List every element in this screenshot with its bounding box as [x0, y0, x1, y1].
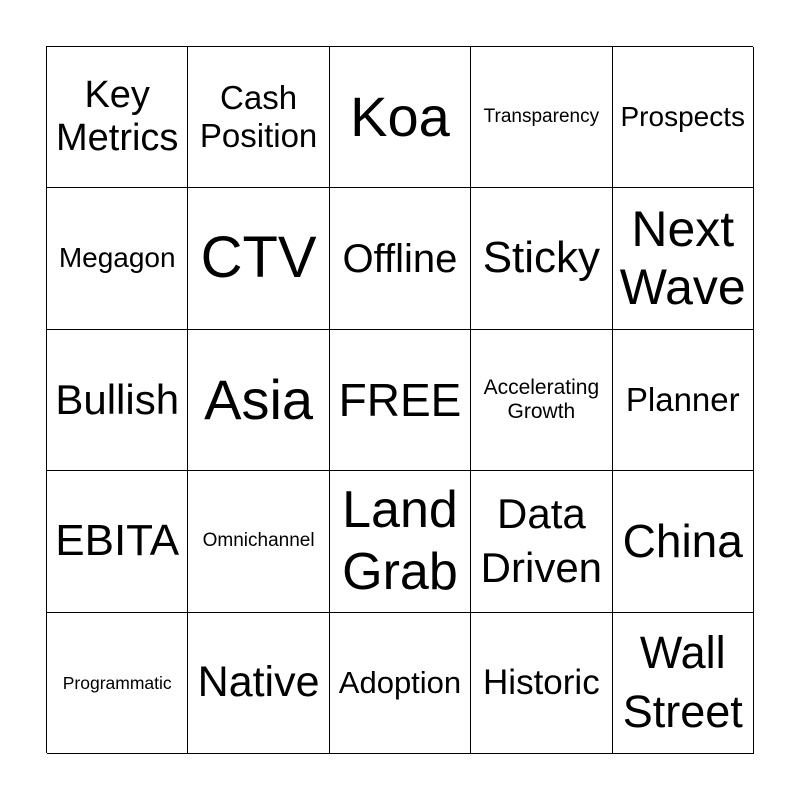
bingo-cell-programmatic[interactable]: Programmatic [47, 612, 189, 754]
bingo-cell-label: Planner [625, 381, 740, 418]
bingo-cell-label: Data Driven [480, 489, 603, 592]
bingo-cell-label: Koa [350, 85, 450, 148]
bingo-cell-label: Adoption [338, 664, 462, 700]
bingo-cell-megagon[interactable]: Megagon [47, 188, 189, 330]
bingo-board: Key Metrics Cash Position Koa Transparen… [46, 46, 754, 754]
bingo-cell-accelerating-growth[interactable]: Accelerating Growth [471, 329, 613, 472]
bingo-cell-label: EBITA [55, 516, 180, 566]
bingo-cell-label: Omnichannel [202, 530, 315, 552]
bingo-cell-label: Key Metrics [55, 73, 179, 160]
bingo-cell-label: CTV [200, 225, 317, 291]
bingo-cell-adoption[interactable]: Adoption [329, 612, 472, 754]
bingo-cell-asia[interactable]: Asia [188, 329, 330, 472]
bingo-cell-label: Asia [204, 367, 314, 431]
bingo-cell-label: Bullish [55, 375, 180, 423]
bingo-cell-label: Land Grab [342, 480, 458, 602]
bingo-cell-ctv[interactable]: CTV [188, 188, 330, 330]
bingo-cell-wall-street[interactable]: Wall Street [612, 612, 754, 754]
bingo-cell-label: Transparency [483, 106, 600, 128]
bingo-cell-label: FREE [338, 373, 462, 426]
bingo-cell-label: Prospects [620, 101, 746, 133]
bingo-cell-china[interactable]: China [612, 471, 754, 613]
bingo-cell-planner[interactable]: Planner [612, 329, 754, 472]
bingo-cell-cash-position[interactable]: Cash Position [188, 47, 330, 189]
bingo-cell-data-driven[interactable]: Data Driven [471, 471, 613, 613]
bingo-cell-label: Wall Street [622, 627, 743, 737]
bingo-cell-historic[interactable]: Historic [471, 612, 613, 754]
bingo-cell-bullish[interactable]: Bullish [47, 329, 189, 472]
bingo-cell-omnichannel[interactable]: Omnichannel [188, 471, 330, 613]
bingo-cell-label: China [622, 514, 743, 567]
bingo-cell-label: Accelerating Growth [483, 375, 600, 423]
bingo-cell-ebita[interactable]: EBITA [47, 471, 189, 613]
bingo-cell-label: Offline [342, 236, 458, 281]
bingo-cell-key-metrics[interactable]: Key Metrics [47, 47, 189, 189]
bingo-cell-label: Programmatic [62, 672, 172, 693]
bingo-cell-free[interactable]: FREE [329, 329, 472, 472]
bingo-cell-label: Native [197, 658, 320, 707]
bingo-cell-next-wave[interactable]: Next Wave [612, 188, 754, 330]
bingo-cell-native[interactable]: Native [188, 612, 330, 754]
bingo-cell-koa[interactable]: Koa [329, 47, 472, 189]
bingo-cell-label: Megagon [58, 242, 176, 274]
bingo-cell-transparency[interactable]: Transparency [471, 47, 613, 189]
bingo-cell-offline[interactable]: Offline [329, 188, 472, 330]
bingo-cell-label: Historic [483, 662, 600, 702]
bingo-cell-label: Cash Position [199, 79, 318, 155]
bingo-cell-sticky[interactable]: Sticky [471, 188, 613, 330]
bingo-cell-land-grab[interactable]: Land Grab [329, 471, 472, 613]
bingo-cell-prospects[interactable]: Prospects [612, 47, 754, 189]
bingo-cell-label: Next Wave [619, 201, 746, 315]
bingo-cell-label: Sticky [482, 233, 601, 283]
